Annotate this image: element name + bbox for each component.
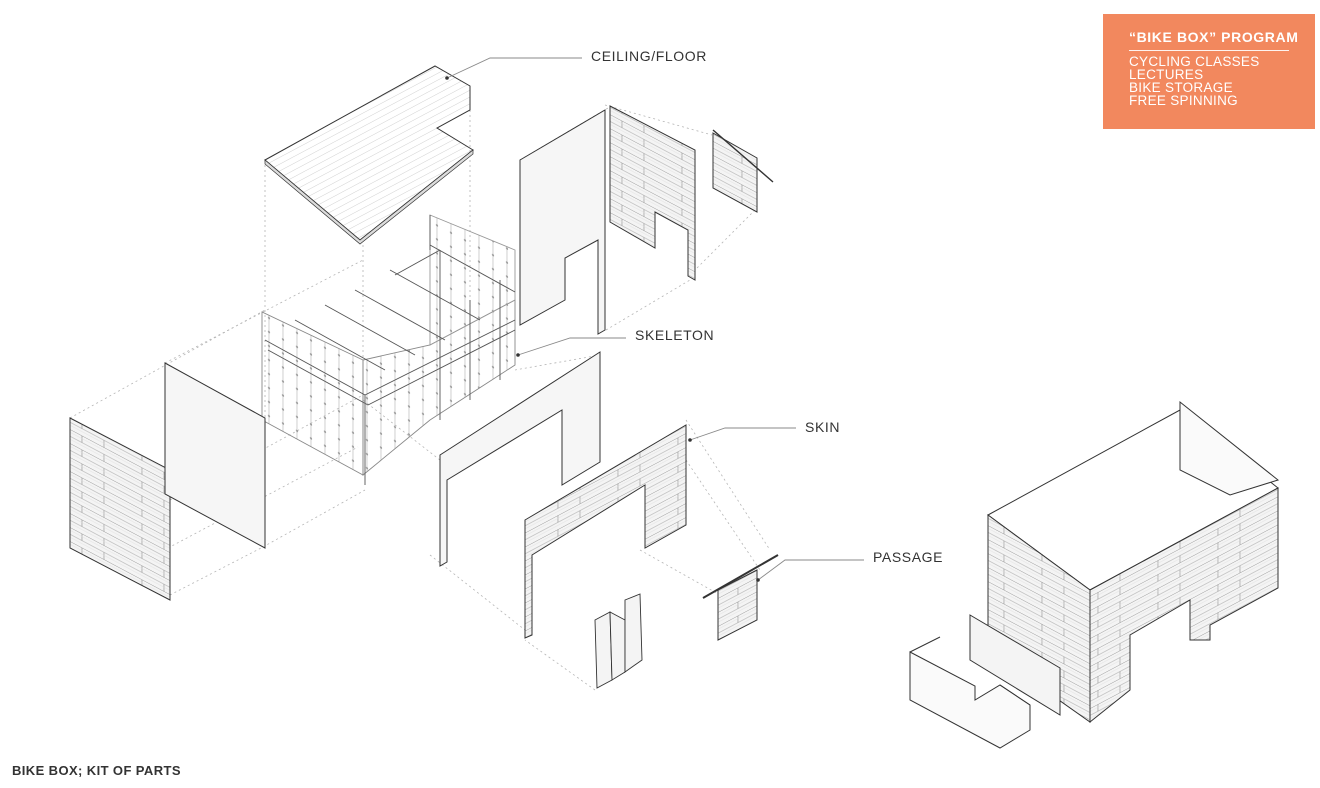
left-sheathing-panel	[164, 362, 266, 549]
leader-lines	[446, 57, 864, 581]
left-skin-panel	[69, 417, 171, 601]
program-list: CYCLING CLASSES LECTURES BIKE STORAGE FR…	[1129, 54, 1315, 108]
program-item: BIKE STORAGE	[1129, 80, 1233, 95]
program-item: FREE SPINNING	[1129, 93, 1238, 108]
skeleton-frame	[261, 214, 516, 485]
ceiling-floor-slab	[264, 65, 474, 245]
back-sheathing-panel	[519, 109, 606, 335]
assembled-bike-box	[909, 400, 1280, 749]
passage-panel	[702, 554, 779, 641]
program-box: “BIKE BOX” PROGRAM CYCLING CLASSES LECTU…	[1103, 14, 1315, 129]
drawing-title: BIKE BOX; KIT OF PARTS	[12, 763, 181, 778]
label-ceiling-floor: CEILING/FLOOR	[591, 48, 707, 64]
front-sheathing-panel	[439, 351, 601, 567]
front-skin-panel	[524, 424, 687, 639]
program-item: CYCLING CLASSES	[1129, 54, 1260, 69]
back-small-panel	[712, 129, 774, 213]
program-divider	[1129, 50, 1289, 51]
back-skin-panel	[609, 105, 696, 281]
label-passage: PASSAGE	[873, 549, 944, 565]
label-skeleton: SKELETON	[635, 327, 715, 343]
leader-arrowheads	[445, 76, 760, 582]
folding-screen	[594, 593, 643, 689]
label-skin: SKIN	[805, 419, 841, 435]
program-item: LECTURES	[1129, 67, 1204, 82]
program-title: “BIKE BOX” PROGRAM	[1129, 29, 1299, 45]
